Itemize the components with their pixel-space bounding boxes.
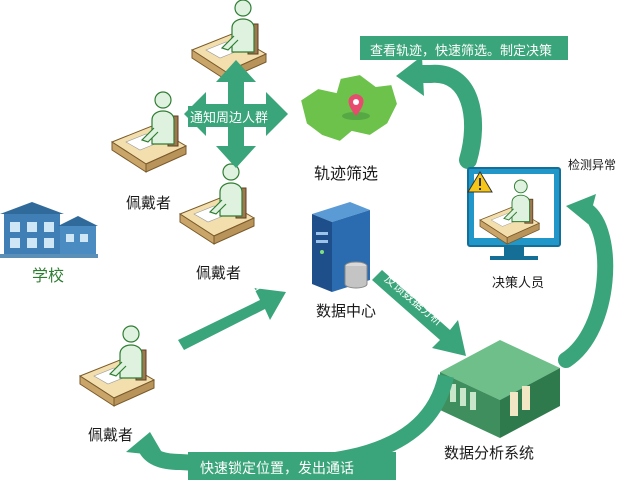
server-icon — [312, 202, 370, 292]
analysis-system-icon — [440, 340, 560, 438]
school-icon — [0, 202, 98, 258]
data-center-label: 数据中心 — [316, 302, 377, 320]
curved-arrow-locate — [126, 374, 454, 474]
locate-call-box — [188, 452, 396, 480]
wearer-label-2: 佩戴者 — [196, 264, 242, 282]
decision-maker-label: 决策人员 — [492, 276, 545, 291]
wearer-icon-left — [111, 91, 187, 173]
view-track-box — [360, 36, 568, 60]
school-label: 学校 — [32, 266, 65, 285]
track-filter-label: 轨迹筛选 — [314, 164, 379, 183]
wearer-label-1: 佩戴者 — [126, 194, 172, 212]
wearer-label-3: 佩戴者 — [88, 426, 134, 444]
anomaly-label: 检测异常 — [568, 158, 617, 172]
warning-icon — [467, 171, 493, 193]
arrow-feedback — [372, 270, 466, 356]
curved-arrow-anomaly — [558, 194, 614, 368]
wearer-icon-bottom — [79, 325, 155, 407]
locate-call-label: 快速锁定位置，发出通话 — [200, 461, 354, 477]
analysis-system-label: 数据分析系统 — [444, 444, 535, 462]
notify-label: 通知周边人群 — [188, 106, 271, 127]
arrow-monitoring — [178, 288, 286, 350]
curved-arrow-view-track — [396, 56, 483, 169]
view-track-label: 查看轨迹，快速筛选。制定决策 — [370, 44, 553, 59]
map-icon — [298, 72, 400, 144]
wearer-icon-mid — [179, 163, 255, 245]
